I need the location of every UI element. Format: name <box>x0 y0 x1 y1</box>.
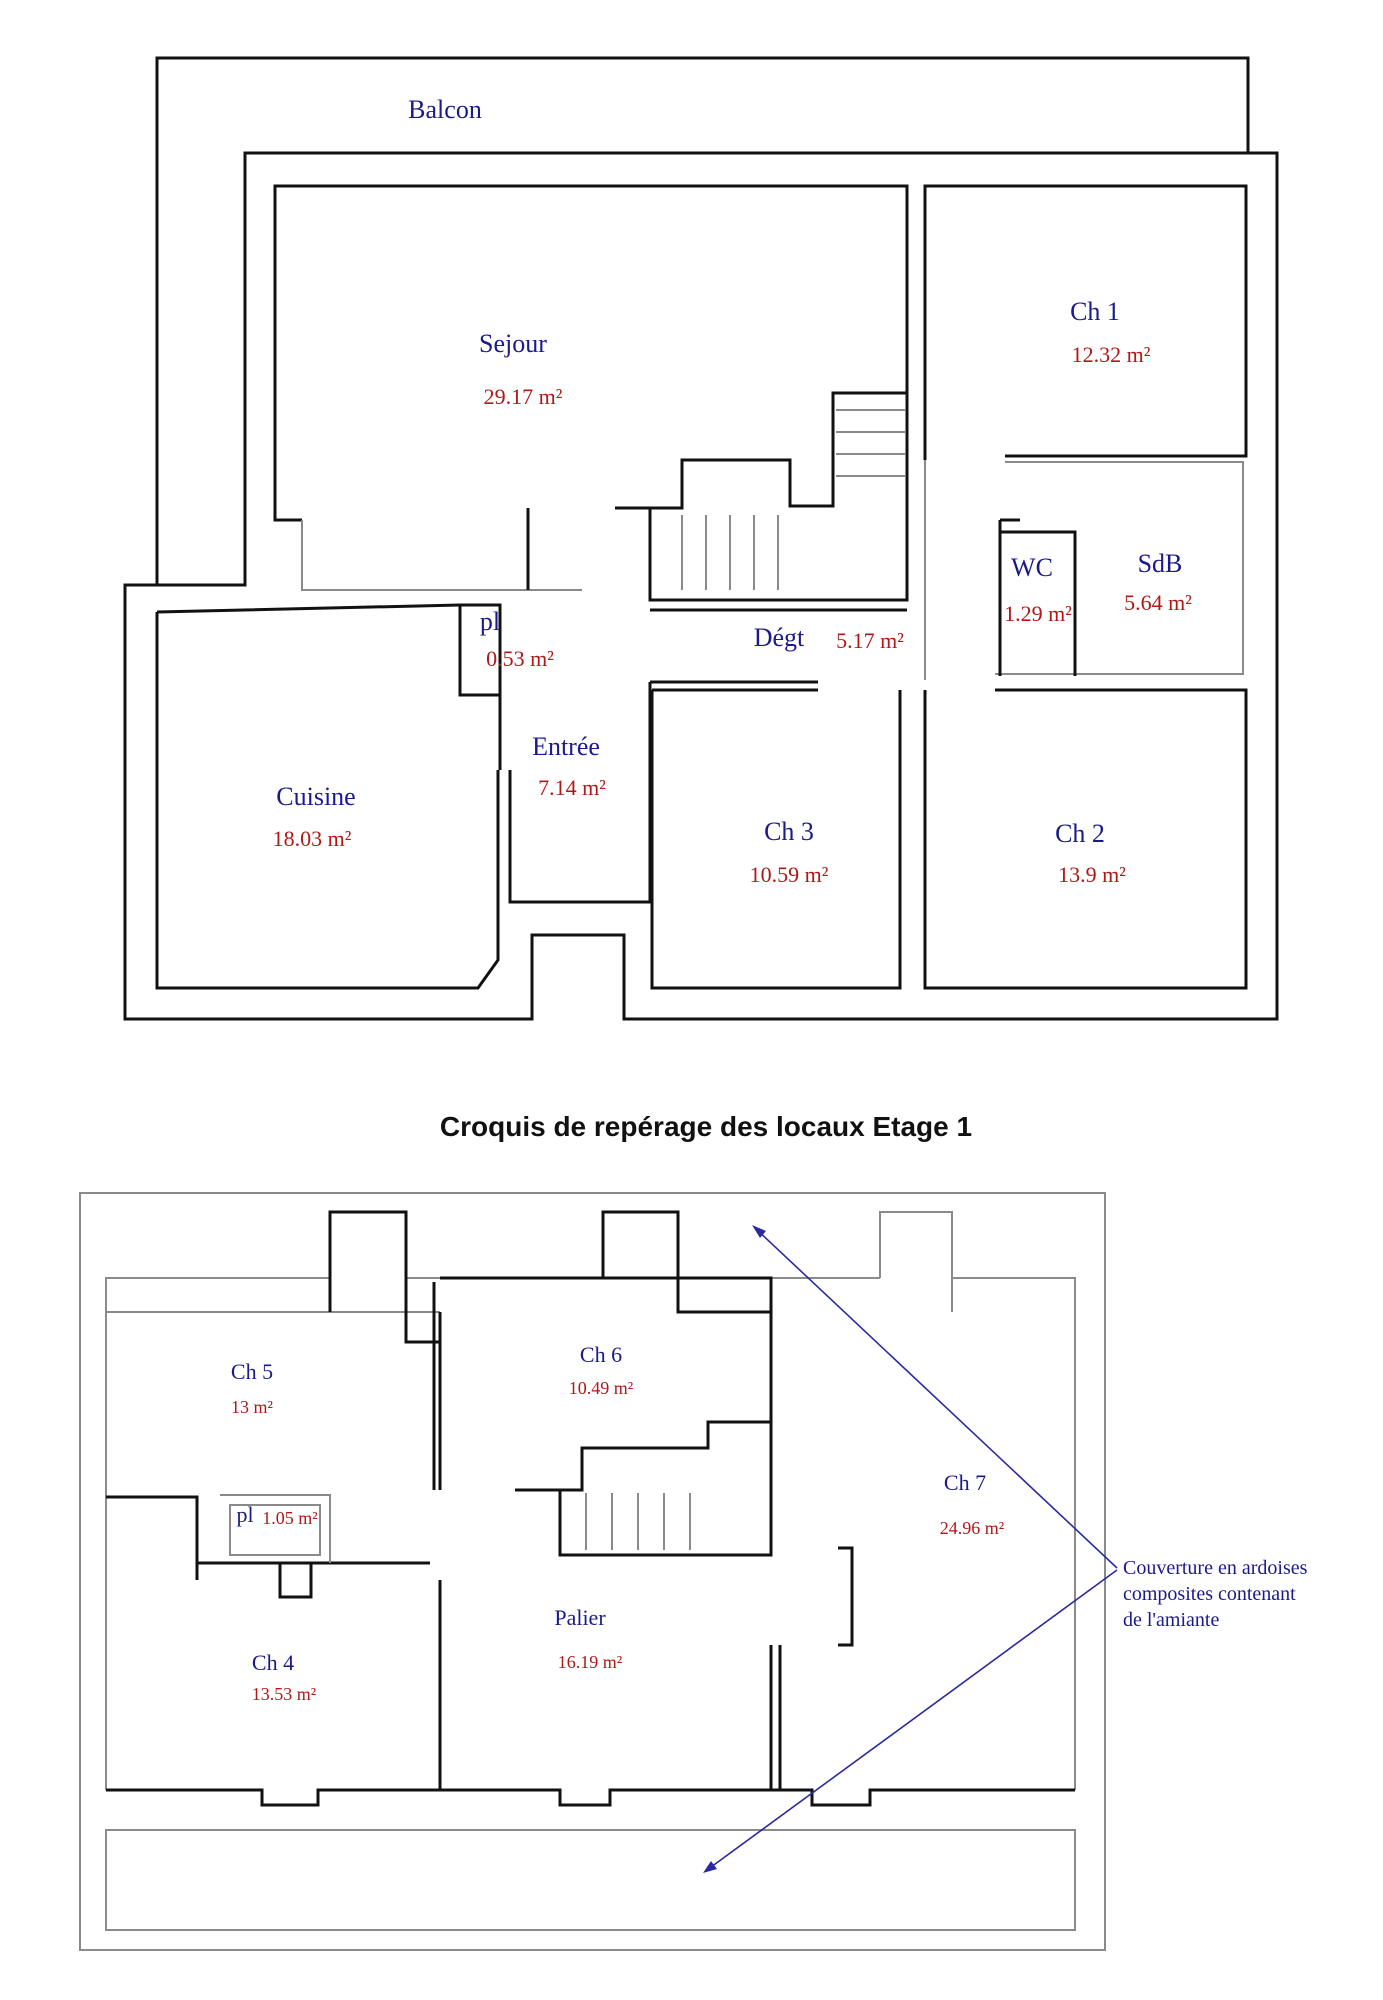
sdb-outline <box>995 461 1244 675</box>
room-area-pl: 0.53 m² <box>486 646 554 671</box>
room-label-palier: Palier <box>554 1605 606 1630</box>
chimney-middle <box>601 1210 771 1314</box>
room-label-entree: Entrée <box>532 732 600 761</box>
room-area-ch1: 12.32 m² <box>1072 342 1151 367</box>
sejour-walls <box>273 184 909 602</box>
sejour-inner-line <box>301 520 582 591</box>
placard-first-box <box>278 1563 313 1599</box>
ground-floor-plan <box>123 56 1279 1021</box>
placard-first-outline <box>220 1494 331 1563</box>
first-floor-plan <box>79 1192 1106 1951</box>
room-area-ch3: 10.59 m² <box>750 862 829 887</box>
room-area-entree: 7.14 m² <box>538 775 606 800</box>
palier-wall-left <box>404 1312 442 1790</box>
ch7-left-wall <box>769 1645 782 1790</box>
room-area-pl-first: 1.05 m² <box>262 1508 317 1528</box>
room-label-pl-first: pl <box>236 1502 253 1527</box>
balcony-outline <box>155 56 1250 585</box>
room-area-ch2: 13.9 m² <box>1058 862 1126 887</box>
room-area-degt: 5.17 m² <box>836 628 904 653</box>
room-label-degt: Dégt <box>754 623 805 652</box>
room-area-ch4: 13.53 m² <box>252 1684 316 1704</box>
wc-walls <box>998 518 1077 676</box>
room-area-ch7: 24.96 m² <box>940 1518 1004 1538</box>
chimney-left <box>328 1210 408 1312</box>
room-label-ch2: Ch 2 <box>1055 819 1105 848</box>
balcony-label: Balcon <box>408 95 482 124</box>
annotation-line-3: de l'amiante <box>1123 1609 1219 1631</box>
palier-wall-top <box>440 1276 773 1490</box>
room-label-ch6: Ch 6 <box>580 1342 622 1367</box>
room-label-cuisine: Cuisine <box>276 782 355 811</box>
room-label-ch3: Ch 3 <box>764 817 814 846</box>
eaves-bottom <box>105 1312 1076 1931</box>
room-area-wc: 1.29 m² <box>1004 601 1072 626</box>
outer-wall <box>123 151 1279 1021</box>
ground-floor-labels: Balcon Sejour 29.17 m² Ch 1 12.32 m² WC … <box>273 95 1193 887</box>
annotation-line-2: composites contenant <box>1123 1583 1296 1605</box>
section-title: Croquis de repérage des locaux Etage 1 <box>440 1111 972 1142</box>
degt-walls <box>650 608 907 684</box>
ch2-walls <box>923 688 1248 990</box>
room-label-ch5: Ch 5 <box>231 1359 273 1384</box>
stair-steps-first <box>585 1493 691 1550</box>
room-area-palier: 16.19 m² <box>558 1652 622 1672</box>
entree-walls <box>498 682 652 904</box>
eaves-top <box>105 1277 1076 1790</box>
first-floor-labels: Ch 5 13 m² Ch 6 10.49 m² Ch 7 24.96 m² p… <box>231 1342 1308 1704</box>
room-area-cuisine: 18.03 m² <box>273 826 352 851</box>
room-area-sdb: 5.64 m² <box>1124 590 1192 615</box>
room-label-ch4: Ch 4 <box>252 1650 294 1675</box>
asbestos-annotation-arrows <box>703 1225 1118 1873</box>
room-label-ch1: Ch 1 <box>1070 297 1120 326</box>
room-label-sejour: Sejour <box>479 329 547 358</box>
room-label-ch7: Ch 7 <box>944 1470 986 1495</box>
room-area-ch6: 10.49 m² <box>569 1378 633 1398</box>
room-label-pl: pl <box>480 607 500 636</box>
room-label-sdb: SdB <box>1138 549 1183 578</box>
first-floor-frame <box>79 1192 1106 1951</box>
room-area-ch5: 13 m² <box>231 1397 273 1417</box>
room-label-wc: WC <box>1011 553 1053 582</box>
ch7-door <box>838 1546 854 1647</box>
ch3-walls <box>650 688 902 990</box>
annotation-line-1: Couverture en ardoises <box>1123 1557 1308 1579</box>
stair-outline <box>648 391 907 600</box>
chimney-right <box>879 1211 953 1312</box>
room-area-sejour: 29.17 m² <box>484 384 563 409</box>
ch5-ch4-partition <box>106 1495 430 1580</box>
stair-steps-ground <box>681 409 905 590</box>
stair-outline-first <box>515 1420 773 1557</box>
ch1-walls <box>923 184 1248 460</box>
cuisine-walls <box>155 603 500 990</box>
first-floor-bottom-wall <box>106 1788 1075 1807</box>
